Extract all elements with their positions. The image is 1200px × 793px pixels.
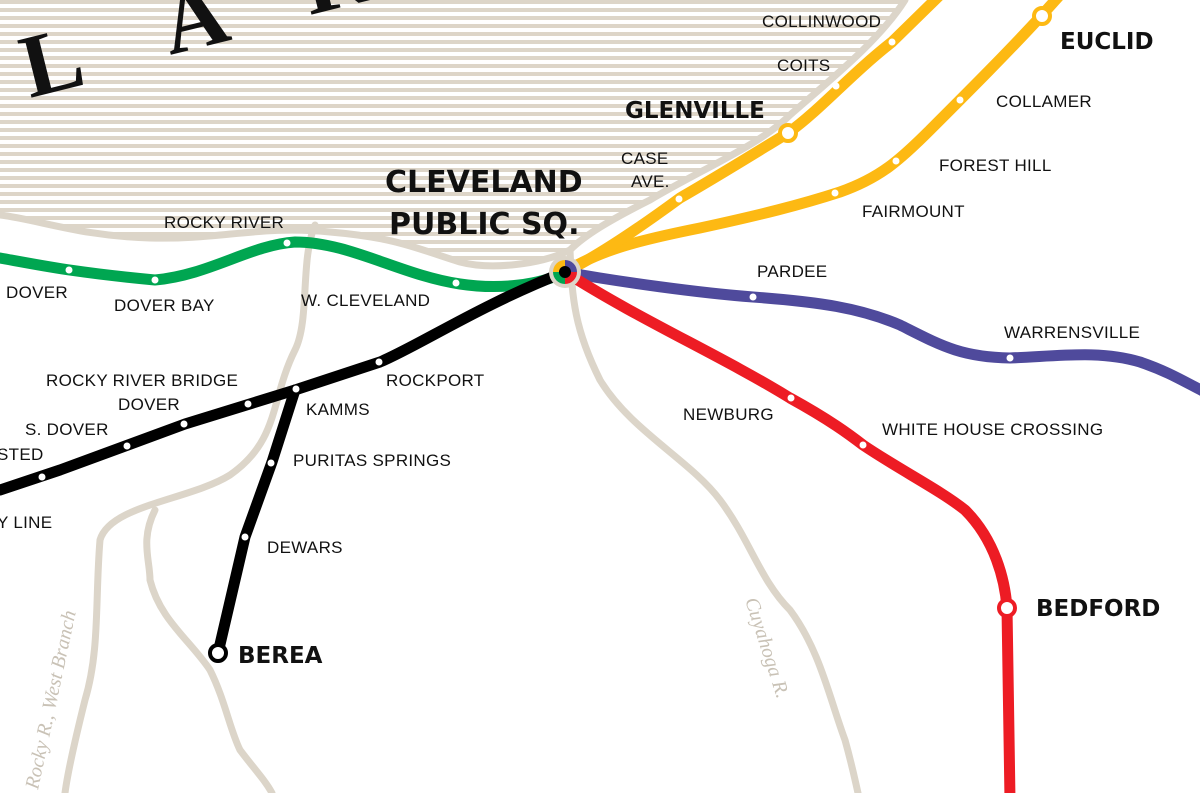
station-label: STED	[0, 445, 44, 464]
shoreline	[0, 0, 909, 270]
terminal-label-glenville: GLENVILLE	[625, 98, 765, 124]
station-label: AVE.	[631, 172, 670, 191]
station-label: PARDEE	[757, 262, 827, 281]
station-label: COLLINWOOD	[762, 12, 881, 31]
station-label: COITS	[777, 56, 830, 75]
station-label: FOREST HILL	[939, 156, 1052, 175]
station-label: DOVER	[6, 283, 68, 302]
station-dot[interactable]	[892, 157, 900, 165]
station-dot[interactable]	[65, 266, 73, 274]
station-label: S. DOVER	[25, 420, 109, 439]
station-dot[interactable]	[832, 82, 840, 90]
terminal-glenville[interactable]	[778, 123, 798, 143]
station-label: DOVER	[118, 395, 180, 414]
station-label: WHITE HOUSE CROSSING	[882, 420, 1103, 439]
station-label: Y LINE	[0, 513, 52, 532]
station-dot[interactable]	[859, 441, 867, 449]
station-dot[interactable]	[749, 293, 757, 301]
station-dot[interactable]	[375, 358, 383, 366]
station-dot[interactable]	[831, 189, 839, 197]
lake-erie	[0, 0, 905, 266]
station-label: WARRENSVILLE	[1004, 323, 1140, 342]
black-line[interactable]	[0, 266, 571, 496]
yellow-line-glenville[interactable]	[559, 0, 943, 278]
terminal-bedford[interactable]	[997, 598, 1017, 618]
station-dot[interactable]	[675, 195, 683, 203]
cuyahoga-river	[566, 246, 862, 793]
station-dot[interactable]	[267, 459, 275, 467]
station-label: NEWBURG	[683, 405, 774, 424]
hub-label-1: CLEVELAND	[385, 165, 583, 200]
station-label: ROCKY RIVER	[164, 213, 284, 232]
station-label: W. CLEVELAND	[301, 291, 430, 310]
station-dot[interactable]	[787, 394, 795, 402]
terminal-berea[interactable]	[208, 643, 228, 663]
terminal-label-bedford: BEDFORD	[1036, 596, 1160, 622]
station-dot[interactable]	[956, 96, 964, 104]
station-dot[interactable]	[241, 533, 249, 541]
green-line[interactable]	[0, 236, 571, 293]
station-label: FAIRMOUNT	[862, 202, 965, 221]
station-dot[interactable]	[888, 38, 896, 46]
yellow-line-euclid[interactable]	[559, 0, 1063, 278]
terminal-label-euclid: EUCLID	[1060, 29, 1154, 55]
station-label: ROCKY RIVER BRIDGE	[46, 371, 238, 390]
station-label: ROCKPORT	[386, 371, 484, 390]
station-label: KAMMS	[306, 400, 370, 419]
station-dot[interactable]	[151, 276, 159, 284]
station-dot[interactable]	[38, 473, 46, 481]
black-line-berea-branch[interactable]	[212, 384, 301, 659]
terminal-euclid[interactable]	[1032, 6, 1052, 26]
river-label-cuyahoga: Cuyahoga R.	[740, 595, 793, 701]
rocky-river-east-branch	[143, 506, 276, 793]
hub-label-2: PUBLIC SQ.	[389, 207, 579, 242]
station-dot[interactable]	[244, 400, 252, 408]
station-label: DEWARS	[267, 538, 343, 557]
station-dot[interactable]	[1006, 354, 1014, 362]
station-label: COLLAMER	[996, 92, 1092, 111]
station-dot[interactable]	[283, 239, 291, 247]
station-dot[interactable]	[180, 420, 188, 428]
hub-public-square[interactable]	[549, 256, 581, 288]
station-dot[interactable]	[292, 385, 300, 393]
purple-line[interactable]	[559, 266, 1200, 396]
station-dot[interactable]	[452, 279, 460, 287]
station-label: CASE	[621, 149, 669, 168]
station-dot[interactable]	[123, 442, 131, 450]
terminal-label-berea: BEREA	[238, 643, 323, 669]
station-label: PURITAS SPRINGS	[293, 451, 451, 470]
station-dots	[38, 38, 1014, 541]
station-label: DOVER BAY	[114, 296, 215, 315]
rocky-river	[61, 221, 319, 793]
